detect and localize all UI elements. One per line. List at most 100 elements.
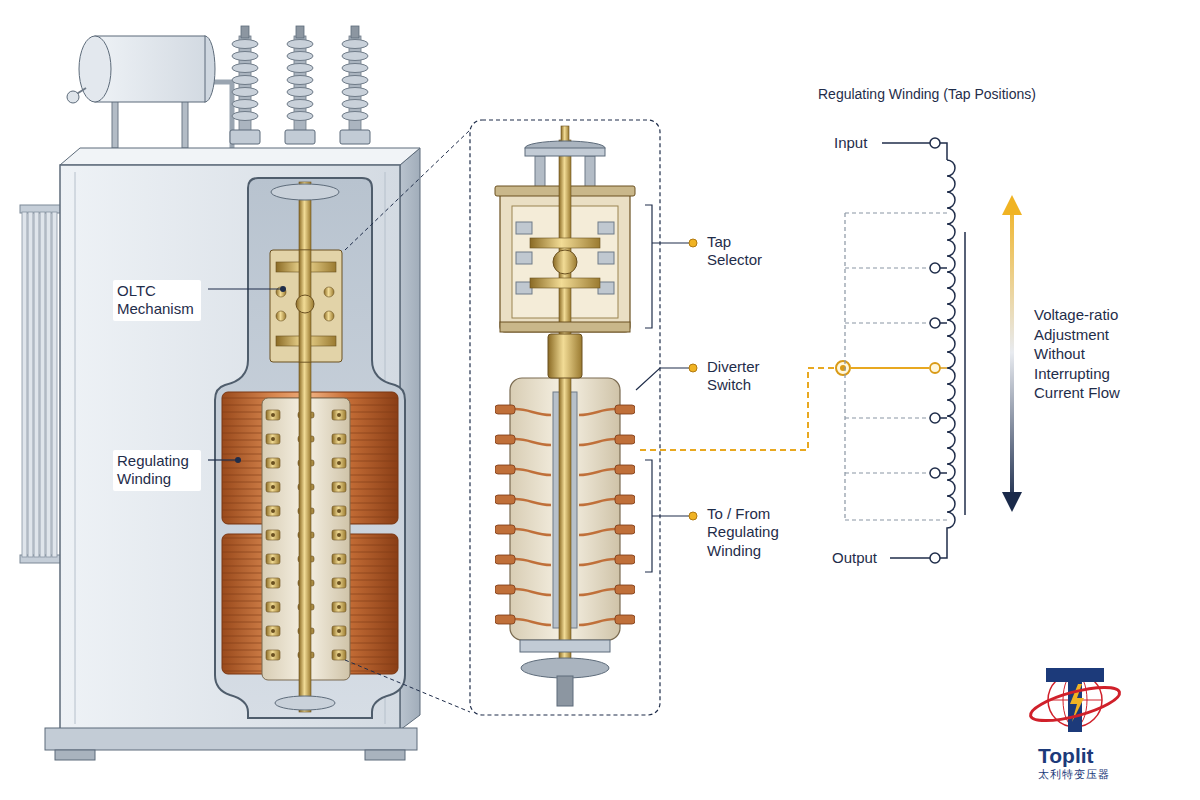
winding-schematic: [940, 267, 947, 269]
winding-schematic: [930, 263, 940, 273]
transformer-tank: [60, 148, 420, 165]
winding-schematic: [845, 267, 930, 268]
terminal-label: Output: [832, 549, 877, 567]
brackets: [689, 512, 697, 520]
oltc-detail: [500, 322, 630, 332]
cutaway: [215, 178, 405, 718]
winding-schematic: [940, 417, 947, 419]
logo-graphic: [1027, 681, 1122, 728]
oltc-detail: [598, 222, 614, 234]
winding-schematic: [930, 413, 940, 423]
winding-schematic: [845, 138, 965, 563]
winding-schematic: [845, 322, 930, 323]
oltc-detail: [598, 252, 614, 264]
oltc-detail: [525, 148, 605, 156]
winding-schematic: [890, 557, 930, 559]
leader-lines: [235, 457, 241, 463]
adjustment-arrow: [1010, 210, 1014, 498]
callout-label: Regulating Winding: [113, 450, 201, 491]
oltc-detail: [548, 334, 582, 378]
oltc-detail: [530, 278, 600, 288]
cutaway: [270, 250, 342, 362]
tap-link: [640, 361, 929, 450]
oltc-detail: [516, 222, 532, 234]
winding-schematic: [845, 472, 930, 473]
logo-box: Toplit太利特变压器: [1020, 640, 1200, 800]
brackets: [689, 239, 697, 247]
brackets: [645, 460, 652, 572]
brackets: [636, 368, 689, 390]
oltc-detail: [516, 252, 532, 264]
oltc-detail: [561, 126, 569, 142]
conservator-tank: [67, 36, 232, 150]
brand-name-chinese: 太利特变压器: [1038, 768, 1200, 781]
winding-schematic: [940, 322, 947, 324]
leader-lines: [208, 130, 470, 712]
oltc-detail: [553, 250, 577, 274]
brackets: [689, 364, 697, 372]
bushings: [230, 26, 370, 144]
oltc-detail: [521, 658, 609, 678]
transformer-tank: [45, 728, 417, 750]
adjustment-arrow: [1002, 492, 1022, 512]
oltc-detail: [495, 395, 635, 635]
cutaway: [324, 311, 334, 321]
brackets: [652, 242, 689, 243]
oltc-detail: [535, 156, 545, 188]
bushings: [230, 26, 260, 144]
leader-lines: [345, 660, 470, 712]
oltc-detail: [525, 141, 605, 155]
schematic-heading: Regulating Winding (Tap Positions): [818, 86, 1036, 103]
cutaway: [296, 295, 314, 313]
conservator-tank: [67, 91, 79, 103]
brackets: [645, 205, 652, 328]
terminal-label: Input: [834, 134, 867, 152]
cutaway: [275, 696, 335, 710]
oltc-detail: [470, 120, 660, 715]
oltc-detail: [557, 676, 573, 706]
part-label: Tap Selector: [703, 233, 783, 270]
callout-label: OLTC Mechanism: [113, 280, 201, 321]
conservator-tank: [112, 100, 118, 148]
winding-schematic: [845, 417, 930, 418]
radiator-fins: [46, 212, 51, 557]
cutaway: [215, 178, 405, 718]
brackets: [636, 205, 697, 572]
leader-lines: [280, 286, 286, 292]
cutaway: [276, 311, 286, 321]
cutaway: [271, 184, 339, 200]
winding-schematic: [845, 212, 947, 213]
transformer-tank: [55, 750, 95, 760]
winding-schematic: [930, 138, 940, 148]
part-label: Diverter Switch: [703, 358, 783, 395]
tap-link: [836, 361, 850, 375]
winding-schematic: [940, 160, 955, 558]
winding-schematic: [930, 468, 940, 478]
winding-schematic: [882, 142, 930, 144]
radiator-fins: [28, 212, 33, 557]
transformer-tank: [365, 750, 405, 760]
winding-schematic: [940, 143, 947, 160]
leader-lines: [208, 459, 236, 460]
winding-schematic: [940, 472, 947, 474]
transformer-tank: [75, 172, 76, 724]
transformer-tank: [45, 148, 420, 760]
brackets: [652, 515, 689, 516]
cutaway: [324, 287, 334, 297]
leader-lines: [208, 288, 281, 289]
oltc-detail: [598, 282, 614, 294]
winding-schematic: [930, 318, 940, 328]
radiator-fins: [34, 212, 39, 557]
adjustment-arrow: [1002, 195, 1022, 215]
tap-link: [850, 367, 929, 369]
leader-lines: [345, 130, 470, 250]
oltc-detail: [516, 282, 532, 294]
part-label: To / From Regulating Winding: [703, 505, 787, 560]
radiator-fins: [20, 205, 65, 563]
winding-schematic: [930, 363, 940, 373]
cutaway: [299, 182, 311, 712]
winding-schematic: [845, 519, 947, 520]
